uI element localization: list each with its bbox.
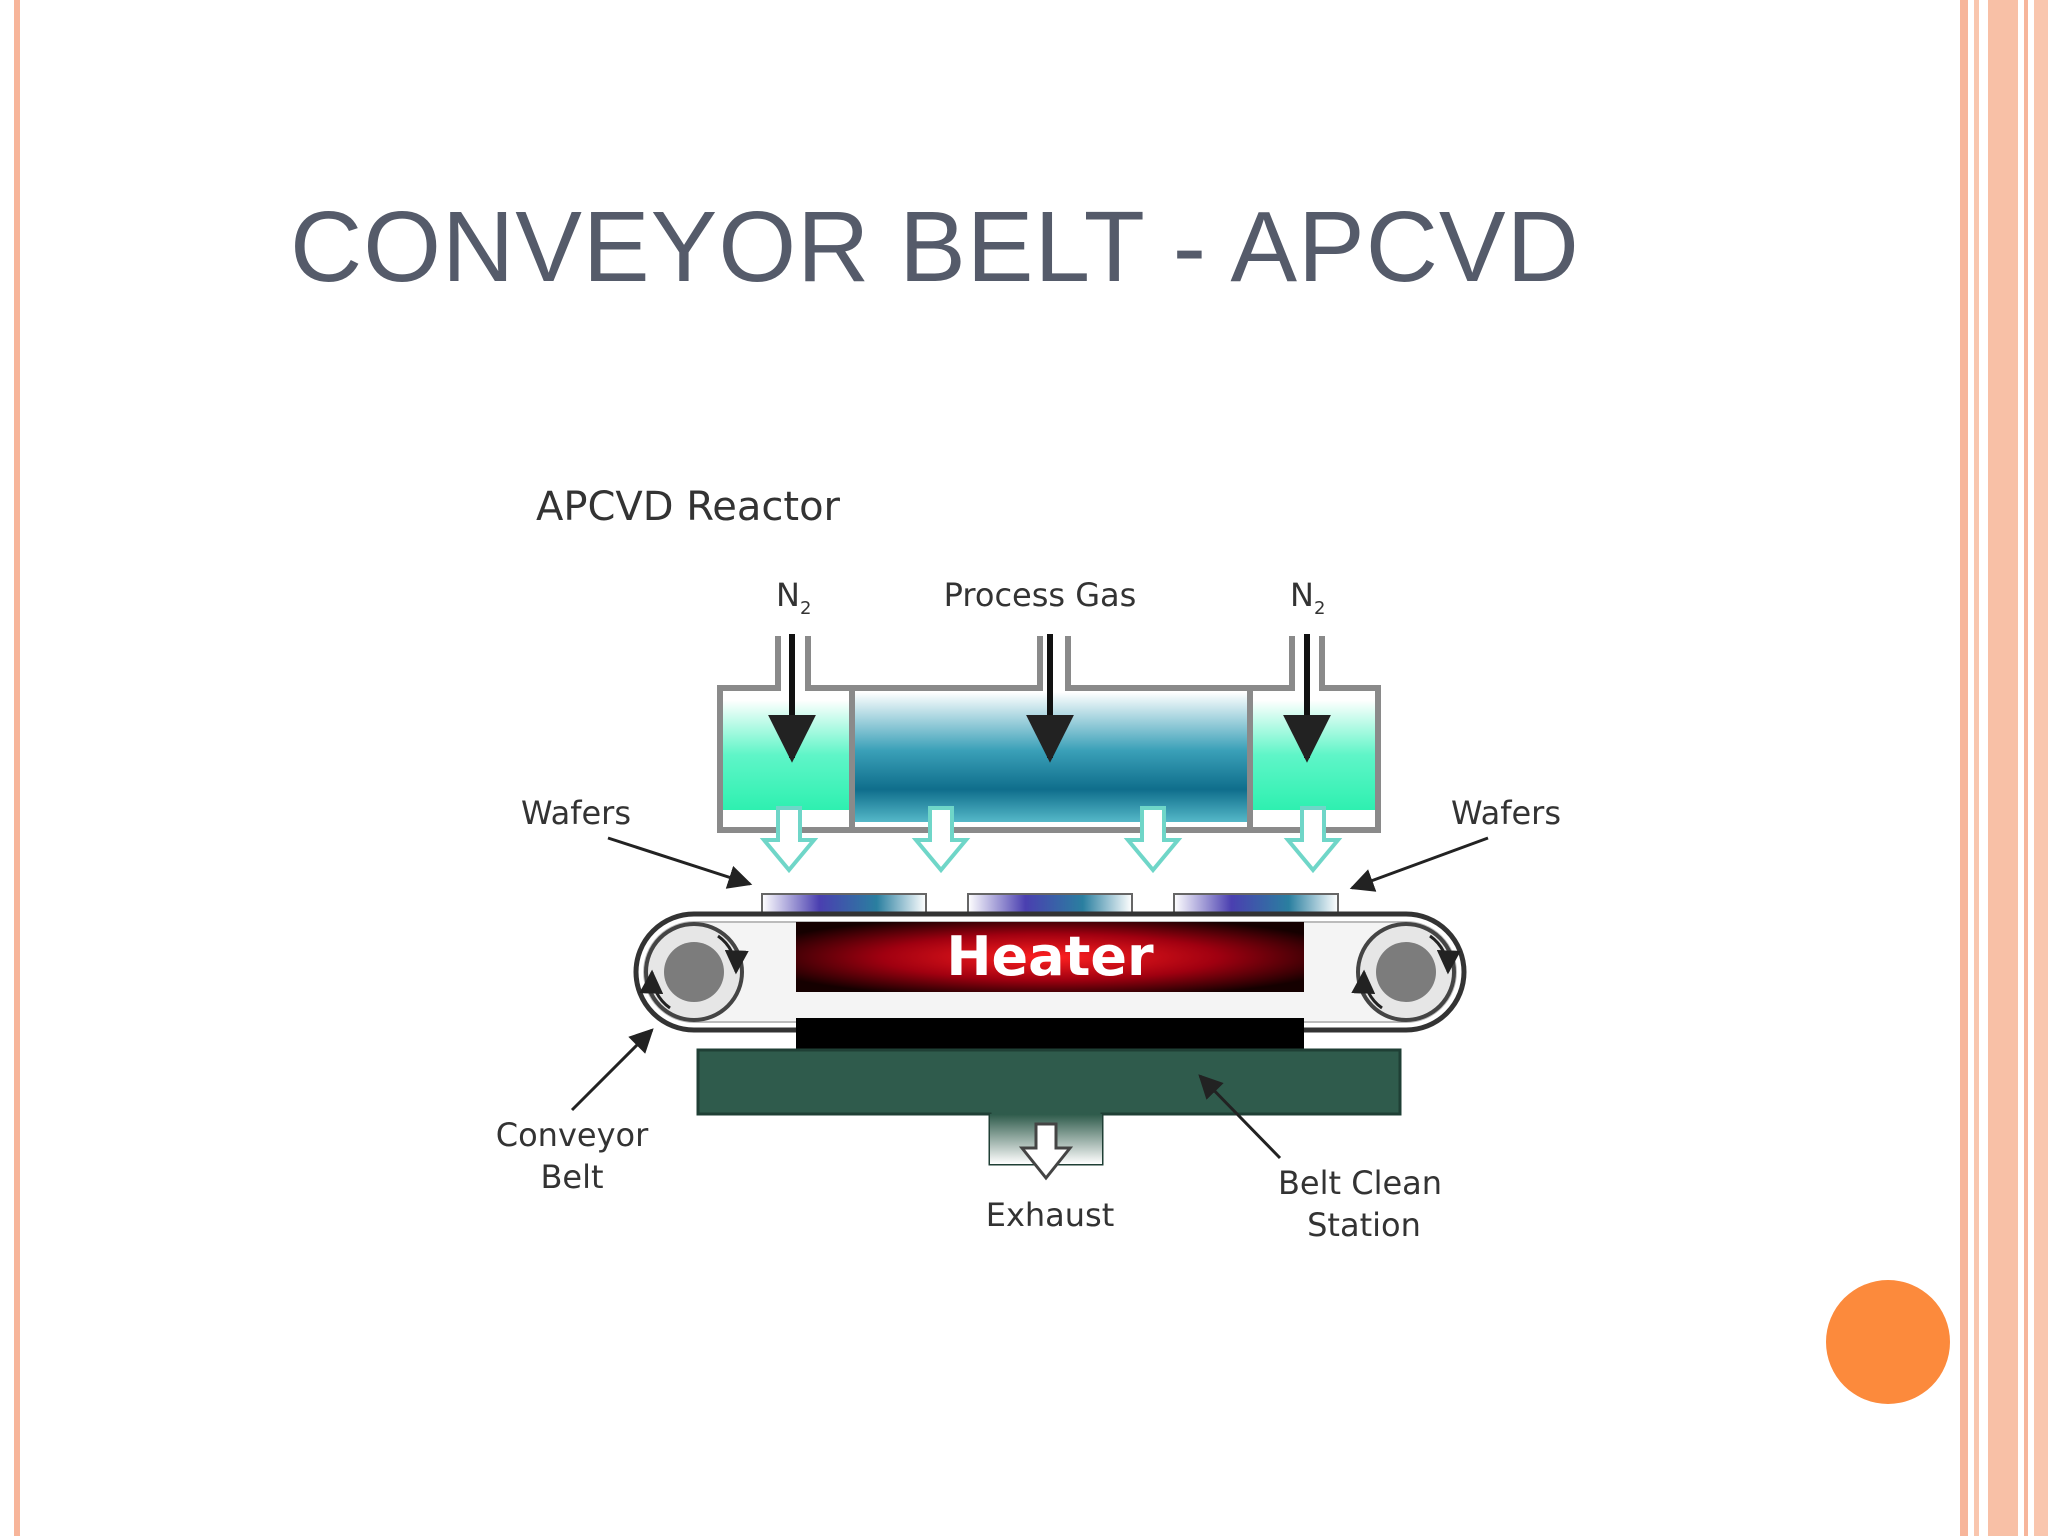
outflow-arrow-4 (1283, 806, 1343, 874)
n2-left-label: N2 (776, 576, 811, 619)
frame-line-right-1 (1960, 0, 1968, 1536)
outflow-arrow-3 (1123, 806, 1183, 874)
outflow-arrow-1 (759, 806, 819, 874)
wafers-left-label: Wafers (521, 794, 631, 832)
heater-block (796, 922, 1304, 992)
heater-label: Heater (946, 925, 1154, 988)
n2-left-text: N (776, 576, 800, 614)
wafer-2 (967, 893, 1133, 915)
gas-chamber-left (717, 636, 855, 833)
wafer-1 (761, 893, 927, 915)
n2-right-subscript: 2 (1314, 598, 1325, 619)
next-slide-dot[interactable] (1826, 1280, 1950, 1404)
process-gas-label: Process Gas (944, 576, 1137, 614)
slide-title: CONVEYOR BELT - APCVD (290, 191, 1580, 303)
wafers-left-leader (607, 836, 753, 889)
conveyor-belt-label-line1: Conveyor (496, 1116, 649, 1154)
belt-clean-label-line2: Station (1307, 1206, 1421, 1244)
exhaust-arrow (1018, 1122, 1074, 1181)
outflow-arrow-2 (911, 806, 971, 874)
frame-line-left (14, 0, 20, 1536)
conveyor-belt-leader (570, 1028, 654, 1112)
diagram-title: APCVD Reactor (536, 484, 841, 530)
n2-right-label: N2 (1290, 576, 1325, 619)
frame-line-right-3 (1988, 0, 2018, 1536)
belt-clean-leader (1198, 1074, 1282, 1160)
frame-line-right-5 (2034, 0, 2048, 1536)
gas-chamber-right (1247, 636, 1381, 833)
frame-line-right-2 (1974, 0, 1979, 1536)
wafers-right-label: Wafers (1451, 794, 1561, 832)
wafers-right-leader (1349, 836, 1489, 892)
belt-clean-label-line1: Belt Clean (1278, 1164, 1442, 1202)
n2-right-text: N (1290, 576, 1314, 614)
roller-right (1351, 922, 1461, 1022)
exhaust-label: Exhaust (986, 1196, 1115, 1234)
roller-left (639, 922, 749, 1022)
wafer-3 (1173, 893, 1339, 915)
conveyor-belt-label-line2: Belt (540, 1158, 603, 1196)
frame-line-right-4 (2024, 0, 2028, 1536)
n2-left-subscript: 2 (800, 598, 811, 619)
